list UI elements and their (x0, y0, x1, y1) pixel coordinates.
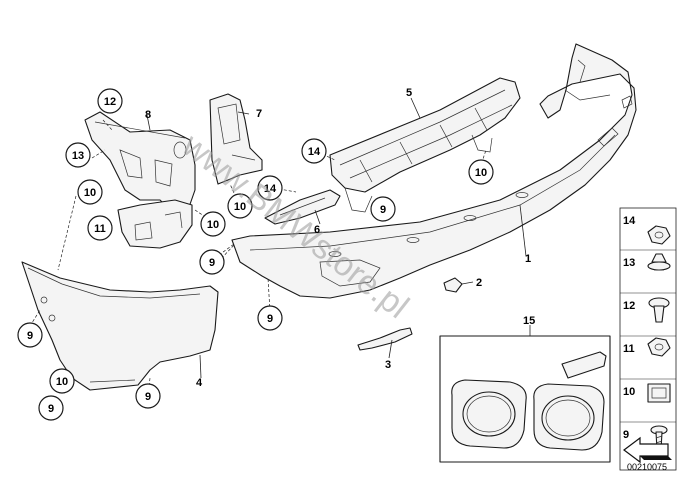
svg-text:9: 9 (27, 330, 33, 342)
legend-label-9: 9 (623, 429, 629, 441)
bracket-8 (84, 111, 196, 216)
legend-label-14: 14 (623, 215, 636, 227)
svg-text:10: 10 (475, 167, 487, 179)
callout-10-bracket: 10 (200, 211, 226, 237)
part-number-8: 8 (145, 109, 151, 121)
svg-text:10: 10 (207, 219, 219, 231)
part-number-6: 6 (314, 224, 320, 236)
exhaust-trim-box (439, 335, 611, 463)
callout-10-left: 10 (77, 179, 103, 205)
nut-icon (647, 225, 671, 245)
callout-14-upper: 14 (301, 138, 327, 164)
clip-nut-icon (647, 383, 671, 403)
fastener-legend: 14 13 12 11 10 9 (619, 207, 677, 471)
svg-text:12: 12 (104, 96, 116, 108)
svg-text:10: 10 (56, 376, 68, 388)
arrow-icon (623, 436, 672, 464)
part-number-7: 7 (256, 108, 262, 120)
svg-text:9: 9 (145, 391, 151, 403)
legend-label-12: 12 (623, 300, 635, 312)
callout-10-side: 10 (49, 368, 75, 394)
callout-12: 12 (97, 88, 123, 114)
legend-label-10: 10 (623, 386, 635, 398)
part-number-4: 4 (196, 377, 203, 389)
exhaust-clip (561, 351, 607, 379)
leader-lines (29, 97, 531, 397)
expanding-nut-icon (647, 253, 671, 271)
svg-text:9: 9 (209, 257, 215, 269)
part-number-2: 2 (476, 277, 482, 289)
side-panel-4 (21, 261, 219, 391)
part-number-5: 5 (406, 87, 412, 99)
svg-text:14: 14 (308, 146, 321, 158)
diagram-id: 00210075 (627, 462, 667, 472)
callout-11: 11 (87, 215, 113, 241)
bracket-7 (209, 93, 263, 185)
exhaust-ring-left (451, 379, 527, 449)
bracket-6 (264, 189, 341, 225)
svg-text:13: 13 (72, 150, 84, 162)
svg-text:9: 9 (380, 204, 386, 216)
plug-rivet-icon (648, 297, 670, 323)
callout-9-carrier-foot: 9 (370, 196, 396, 222)
bumper-trim (231, 43, 637, 299)
svg-text:10: 10 (84, 187, 96, 199)
callout-10-carrier: 10 (468, 159, 494, 185)
bumper-carrier (329, 77, 521, 213)
callout-14-lower: 14 (257, 175, 283, 201)
bracket-11 (117, 199, 193, 249)
part-2 (443, 277, 463, 293)
callout-9-side-right: 9 (135, 383, 161, 409)
part-3 (357, 327, 413, 351)
callout-9-side-left: 9 (17, 322, 43, 348)
exhaust-ring-right (533, 383, 605, 451)
part-number-3: 3 (385, 359, 391, 371)
callout-9-bumper-lower: 9 (257, 305, 283, 331)
part-number-1: 1 (525, 253, 531, 265)
callout-10-mid: 10 (227, 193, 253, 219)
part-number-15: 15 (523, 315, 535, 327)
svg-text:9: 9 (267, 313, 273, 325)
callout-9-bumper-end: 9 (199, 249, 225, 275)
legend-label-11: 11 (623, 343, 635, 355)
callout-13: 13 (65, 142, 91, 168)
svg-text:10: 10 (234, 201, 246, 213)
svg-text:9: 9 (48, 403, 54, 415)
hex-nut-icon (647, 337, 671, 357)
legend-label-13: 13 (623, 257, 635, 269)
svg-text:14: 14 (264, 183, 277, 195)
callout-9-side-bottom: 9 (38, 395, 64, 421)
svg-text:11: 11 (94, 223, 106, 235)
